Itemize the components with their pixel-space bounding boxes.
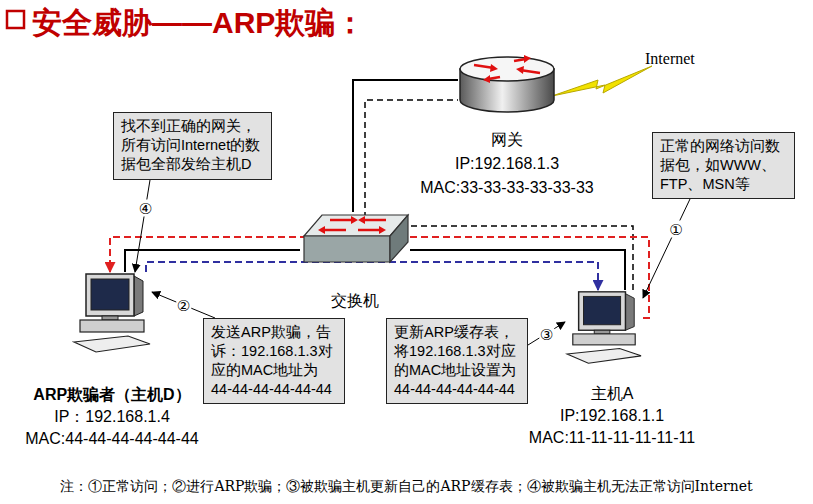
mac-address: MAC:44-44-44-44-44-44 xyxy=(25,428,198,450)
computer-icon xyxy=(72,272,152,354)
device-name: 网关 xyxy=(420,128,593,152)
cloud-label: Internet xyxy=(645,50,695,68)
callout-number: ③ xyxy=(539,325,554,342)
icon-part xyxy=(134,276,143,316)
mac-address: MAC:33-33-33-33-33-33 xyxy=(420,176,593,200)
pc-node: ARP欺骗者（主机D）IP：192.168.1.4MAC:44-44-44-44… xyxy=(72,272,152,354)
arp-spoof-path xyxy=(146,262,598,290)
icon-part xyxy=(351,216,358,224)
network-cable xyxy=(410,250,625,290)
icon-part xyxy=(573,334,635,345)
icon-part xyxy=(567,349,641,364)
hijacked-traffic-path xyxy=(110,237,649,318)
callout-box: 找不到正确的网关， 所有访问Internet的数 据包全部发给主机D xyxy=(113,112,272,180)
icon-part xyxy=(324,229,346,232)
device-label: 网关IP:192.168.1.3MAC:33-33-33-33-33-33 xyxy=(420,128,593,200)
callout-text: 正常的网络访问数 据包，如WWW、 FTP、MSN等 xyxy=(660,137,787,194)
callout-box: 发送ARP欺骗，告 诉：192.168.1.3对 应的MAC地址为 44-44-… xyxy=(203,318,345,404)
icon-part xyxy=(490,64,498,72)
pc-node: 主机AIP:192.168.1.1MAC:11-11-11-11-11-11 xyxy=(565,290,643,365)
lightning-bolt xyxy=(552,66,652,96)
callout-leader xyxy=(643,199,690,298)
icon-part xyxy=(516,66,524,74)
icon-part xyxy=(86,274,134,316)
callout-leader xyxy=(152,292,215,318)
icon-part xyxy=(102,316,118,320)
switch-node: 交换机 xyxy=(300,212,410,267)
ip-address: IP:192.168.1.3 xyxy=(420,152,593,176)
icon-part xyxy=(390,215,408,262)
ip-address: IP:192.168.1.1 xyxy=(529,405,695,427)
icon-part xyxy=(304,236,390,262)
icon-part xyxy=(524,55,531,63)
callout-number: ② xyxy=(176,297,191,314)
computer-icon xyxy=(565,290,643,365)
callout-text: 更新ARP缓存表， 将192.168.1.3对应 的MAC地址设置为 44-44… xyxy=(394,323,520,398)
icon-part xyxy=(74,336,150,352)
icon-part xyxy=(483,75,490,83)
callout-text: 找不到正确的网关， 所有访问Internet的数 据包全部发给主机D xyxy=(121,117,264,174)
icon-part xyxy=(318,226,325,234)
router-icon xyxy=(458,55,556,115)
icon-part xyxy=(483,55,531,83)
callout-box: 更新ARP缓存表， 将192.168.1.3对应 的MAC地址设置为 44-44… xyxy=(386,318,528,404)
icon-part xyxy=(330,219,352,222)
icon-part xyxy=(379,226,386,234)
callout-text: 发送ARP欺骗，告 诉：192.168.1.3对 应的MAC地址为 44-44-… xyxy=(211,323,337,398)
icon-part xyxy=(460,57,554,81)
device-label: 交换机 xyxy=(331,290,379,312)
icon-part xyxy=(625,294,634,331)
switch-icon xyxy=(300,212,410,267)
device-name: ARP欺骗者（主机D） xyxy=(25,384,198,406)
figure-caption: 注：①正常访问；②进行ARP欺骗；③被欺骗主机更新自己的ARP缓存表；④被欺骗主… xyxy=(0,478,813,496)
device-name: 主机A xyxy=(529,383,695,405)
icon-part xyxy=(474,59,540,79)
icon-part xyxy=(318,216,386,234)
ip-address: IP：192.168.1.4 xyxy=(25,406,198,428)
icon-part xyxy=(364,219,386,222)
callout-number: ④ xyxy=(138,199,153,216)
icon-part xyxy=(579,292,626,330)
device-name: 交换机 xyxy=(331,290,379,312)
router-node: 网关IP:192.168.1.3MAC:33-33-33-33-33-33 xyxy=(458,55,556,115)
callout-box: 正常的网络访问数 据包，如WWW、 FTP、MSN等 xyxy=(652,132,795,199)
mac-address: MAC:11-11-11-11-11-11 xyxy=(529,427,695,449)
slide-title: 安全威胁——ARP欺骗： xyxy=(32,3,365,44)
callout-leader xyxy=(135,180,150,272)
device-label: 主机AIP:192.168.1.1MAC:11-11-11-11-11-11 xyxy=(529,383,695,449)
icon-part xyxy=(91,279,129,310)
icon-part xyxy=(80,320,144,332)
icon-part xyxy=(584,296,621,324)
icon-part xyxy=(358,216,365,224)
icon-part xyxy=(358,229,380,232)
callout-number: ① xyxy=(668,220,683,237)
callout-leader xyxy=(528,322,565,345)
bullet-square xyxy=(7,11,24,28)
device-label: ARP欺骗者（主机D）IP：192.168.1.4MAC:44-44-44-44… xyxy=(25,384,198,450)
